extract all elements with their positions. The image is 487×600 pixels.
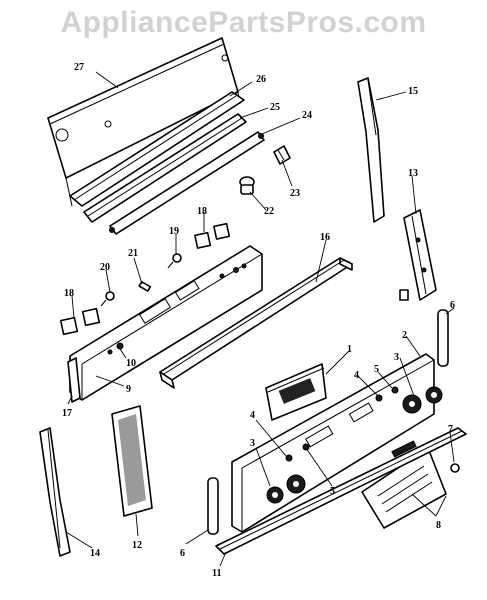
part-21-pilot-light <box>138 280 152 292</box>
callout-20: 20 <box>100 262 110 273</box>
part-13-end-bracket <box>399 209 437 301</box>
part-18-switch-upper <box>194 222 231 249</box>
part-26-upper-rail <box>69 91 245 207</box>
part-control-panel <box>231 353 435 533</box>
part-24-fluorescent-tube <box>109 131 265 235</box>
part-25-lamp-rail <box>83 113 247 223</box>
callout-14: 14 <box>90 548 100 559</box>
callout-leaders <box>65 71 455 567</box>
part-19-indicator <box>167 253 182 269</box>
callout-labels: 27 26 25 24 23 22 15 13 16 18 19 21 20 1… <box>62 62 455 579</box>
part-3-knobs-left <box>266 474 306 504</box>
part-6-trim-left <box>207 477 219 535</box>
callout-8: 8 <box>436 520 441 531</box>
callout-24: 24 <box>302 110 312 121</box>
callout-27: 27 <box>74 62 84 73</box>
part-16-trim-strip <box>159 257 353 389</box>
callout-25: 25 <box>270 102 280 113</box>
part-14-left-side-trim <box>39 427 71 557</box>
callout-5-right: 5 <box>374 364 379 375</box>
callout-7: 7 <box>448 424 453 435</box>
callout-1: 1 <box>347 344 352 355</box>
callout-18-lower: 18 <box>64 288 74 299</box>
callout-12: 12 <box>132 540 142 551</box>
callout-6-left: 6 <box>180 548 185 559</box>
callout-19: 19 <box>169 226 179 237</box>
part-7-screw <box>450 463 460 473</box>
part-22-starter <box>239 176 255 195</box>
part-18-switch-lower <box>59 307 101 336</box>
callout-9: 9 <box>126 384 131 395</box>
callout-3-right: 3 <box>394 352 399 363</box>
part-6-trim-right <box>437 309 449 367</box>
callout-15: 15 <box>408 86 418 97</box>
part-27-rear-panel <box>47 37 241 207</box>
callout-6-right: 6 <box>450 300 455 311</box>
callout-13: 13 <box>408 168 418 179</box>
callout-4-left: 4 <box>250 410 255 421</box>
callout-16: 16 <box>320 232 330 243</box>
callout-2: 2 <box>402 330 407 341</box>
callout-18-upper: 18 <box>197 206 207 217</box>
part-1-clock-display <box>265 363 327 421</box>
part-11-bottom-trim <box>215 427 467 555</box>
part-15-side-trim <box>357 77 385 223</box>
callout-17: 17 <box>62 408 72 419</box>
part-switch-panel <box>69 245 263 401</box>
part-12-window-glass <box>111 405 153 517</box>
callout-26: 26 <box>256 74 266 85</box>
callout-21: 21 <box>128 248 138 259</box>
part-4-5-small-knobs <box>285 386 399 462</box>
watermark-logo: AppliancePartsPros.com <box>60 6 427 39</box>
callout-11: 11 <box>212 568 221 579</box>
part-17-left-bracket <box>67 357 81 403</box>
callout-23: 23 <box>290 188 300 199</box>
callout-3-left: 3 <box>250 438 255 449</box>
part-3-knobs-right <box>402 386 443 414</box>
part-20-indicator <box>100 291 115 307</box>
callout-22: 22 <box>264 206 274 217</box>
part-23-lamp-socket <box>273 145 291 165</box>
callout-10: 10 <box>126 358 136 369</box>
callout-4-right: 4 <box>354 370 359 381</box>
callout-5-left: 5 <box>330 486 335 497</box>
